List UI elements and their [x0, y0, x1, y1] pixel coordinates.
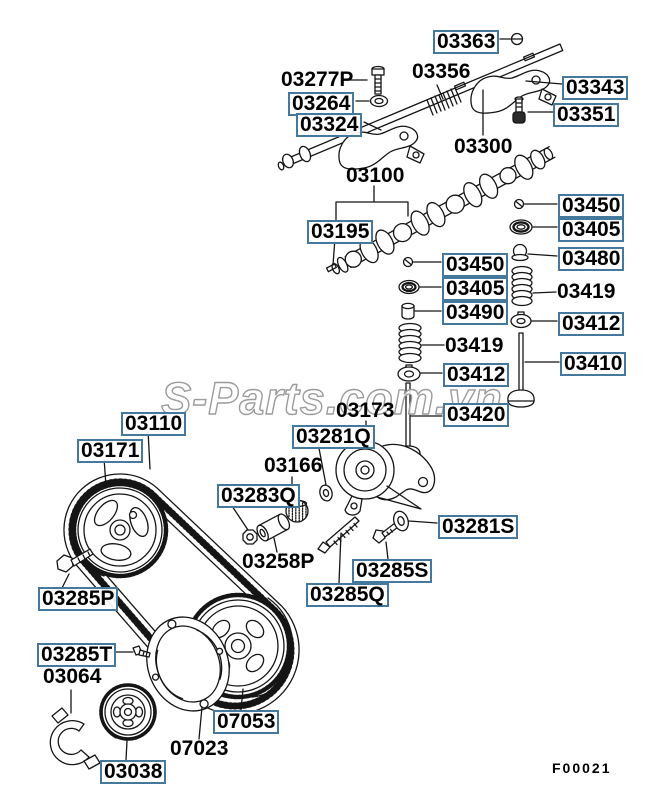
screw-03285t-icon — [132, 645, 151, 658]
bushing-03258p-icon — [256, 513, 291, 542]
valve-seal-03412-right-icon — [510, 311, 532, 329]
spring-seat-icon — [511, 243, 529, 262]
leader-lines — [61, 38, 563, 761]
bolt-03285s-icon — [372, 522, 399, 544]
part-label-03110: 03110 — [121, 412, 187, 436]
part-label-03281s: 03281S — [438, 515, 519, 539]
valve-seal-right-icon — [509, 219, 533, 235]
dowel-pin-icon — [325, 263, 338, 273]
part-label-03285q: 03285Q — [306, 583, 389, 607]
valve-seal-center-icon — [398, 279, 420, 295]
washer-03281s-icon — [393, 510, 409, 532]
part-label-03195: 03195 — [307, 220, 374, 244]
balance-shaft-sprocket-drawing — [99, 683, 157, 741]
part-label-03356: 03356 — [412, 60, 471, 83]
washer-03264-icon — [369, 94, 389, 108]
part-label-07023: 07023 — [170, 737, 229, 760]
part-label-03412-center: 03412 — [443, 363, 510, 387]
part-label-03283q: 03283Q — [217, 484, 300, 508]
part-label-03166: 03166 — [264, 454, 323, 477]
figure-code: F00021 — [552, 760, 612, 776]
part-label-03490: 03490 — [442, 301, 509, 325]
part-label-03363: 03363 — [433, 30, 500, 54]
part-label-03480: 03480 — [558, 247, 625, 271]
part-label-03405-right: 03405 — [558, 218, 625, 242]
part-label-03285s: 03285S — [352, 559, 433, 583]
part-label-03420: 03420 — [443, 403, 510, 427]
part-label-03412-right: 03412 — [558, 312, 625, 336]
part-label-03324: 03324 — [296, 113, 363, 137]
part-label-03450-center: 03450 — [442, 253, 509, 277]
part-label-03173: 03173 — [336, 399, 395, 422]
spacer-washer-drawing — [49, 707, 101, 770]
valve-keeper-right-icon — [513, 198, 525, 210]
washer-03281q-icon — [319, 484, 333, 502]
bolt-03285q-icon — [317, 516, 360, 554]
bolt-03285p-icon — [56, 548, 94, 573]
part-label-03351: 03351 — [553, 103, 620, 127]
camshaft-sprocket-drawing — [71, 481, 169, 579]
lash-adjuster-icon — [401, 302, 415, 320]
part-label-03277p: 03277P — [281, 68, 354, 91]
valve-right-icon — [507, 332, 535, 408]
rocker-spring-coil — [426, 87, 462, 116]
set-screw-icon — [510, 32, 524, 46]
part-label-03064: 03064 — [43, 665, 102, 688]
belt-guard-plate-drawing — [146, 616, 230, 712]
part-label-03450-right: 03450 — [558, 194, 625, 218]
part-label-03281q: 03281Q — [292, 425, 375, 449]
part-label-03419-right: 03419 — [557, 280, 616, 303]
part-label-03405-center: 03405 — [442, 277, 509, 301]
camshaft-drawing — [325, 146, 556, 275]
part-label-03038: 03038 — [100, 760, 167, 784]
part-label-03419-center: 03419 — [445, 334, 504, 357]
bolt-03277p-icon — [371, 65, 385, 95]
bolt-03351-icon — [512, 96, 526, 124]
part-label-03410: 03410 — [560, 352, 627, 376]
tensioner-pulley-drawing — [335, 440, 395, 500]
part-label-03285p: 03285P — [38, 587, 119, 611]
part-label-03264: 03264 — [288, 92, 355, 116]
valve-keeper-center-icon — [402, 256, 414, 268]
part-label-03300: 03300 — [454, 135, 513, 158]
valve-seal-03412-center-icon — [397, 364, 421, 382]
valve-spring-center-icon — [398, 322, 422, 364]
part-label-03100: 03100 — [346, 164, 405, 187]
valve-spring-right-icon — [511, 265, 533, 307]
nut-03283q-icon — [242, 529, 258, 545]
part-label-03343: 03343 — [562, 76, 629, 100]
part-label-03171: 03171 — [77, 439, 144, 463]
part-label-03285t: 03285T — [37, 643, 117, 667]
part-label-03258p: 03258P — [242, 550, 315, 573]
part-label-07053: 07053 — [213, 710, 280, 734]
